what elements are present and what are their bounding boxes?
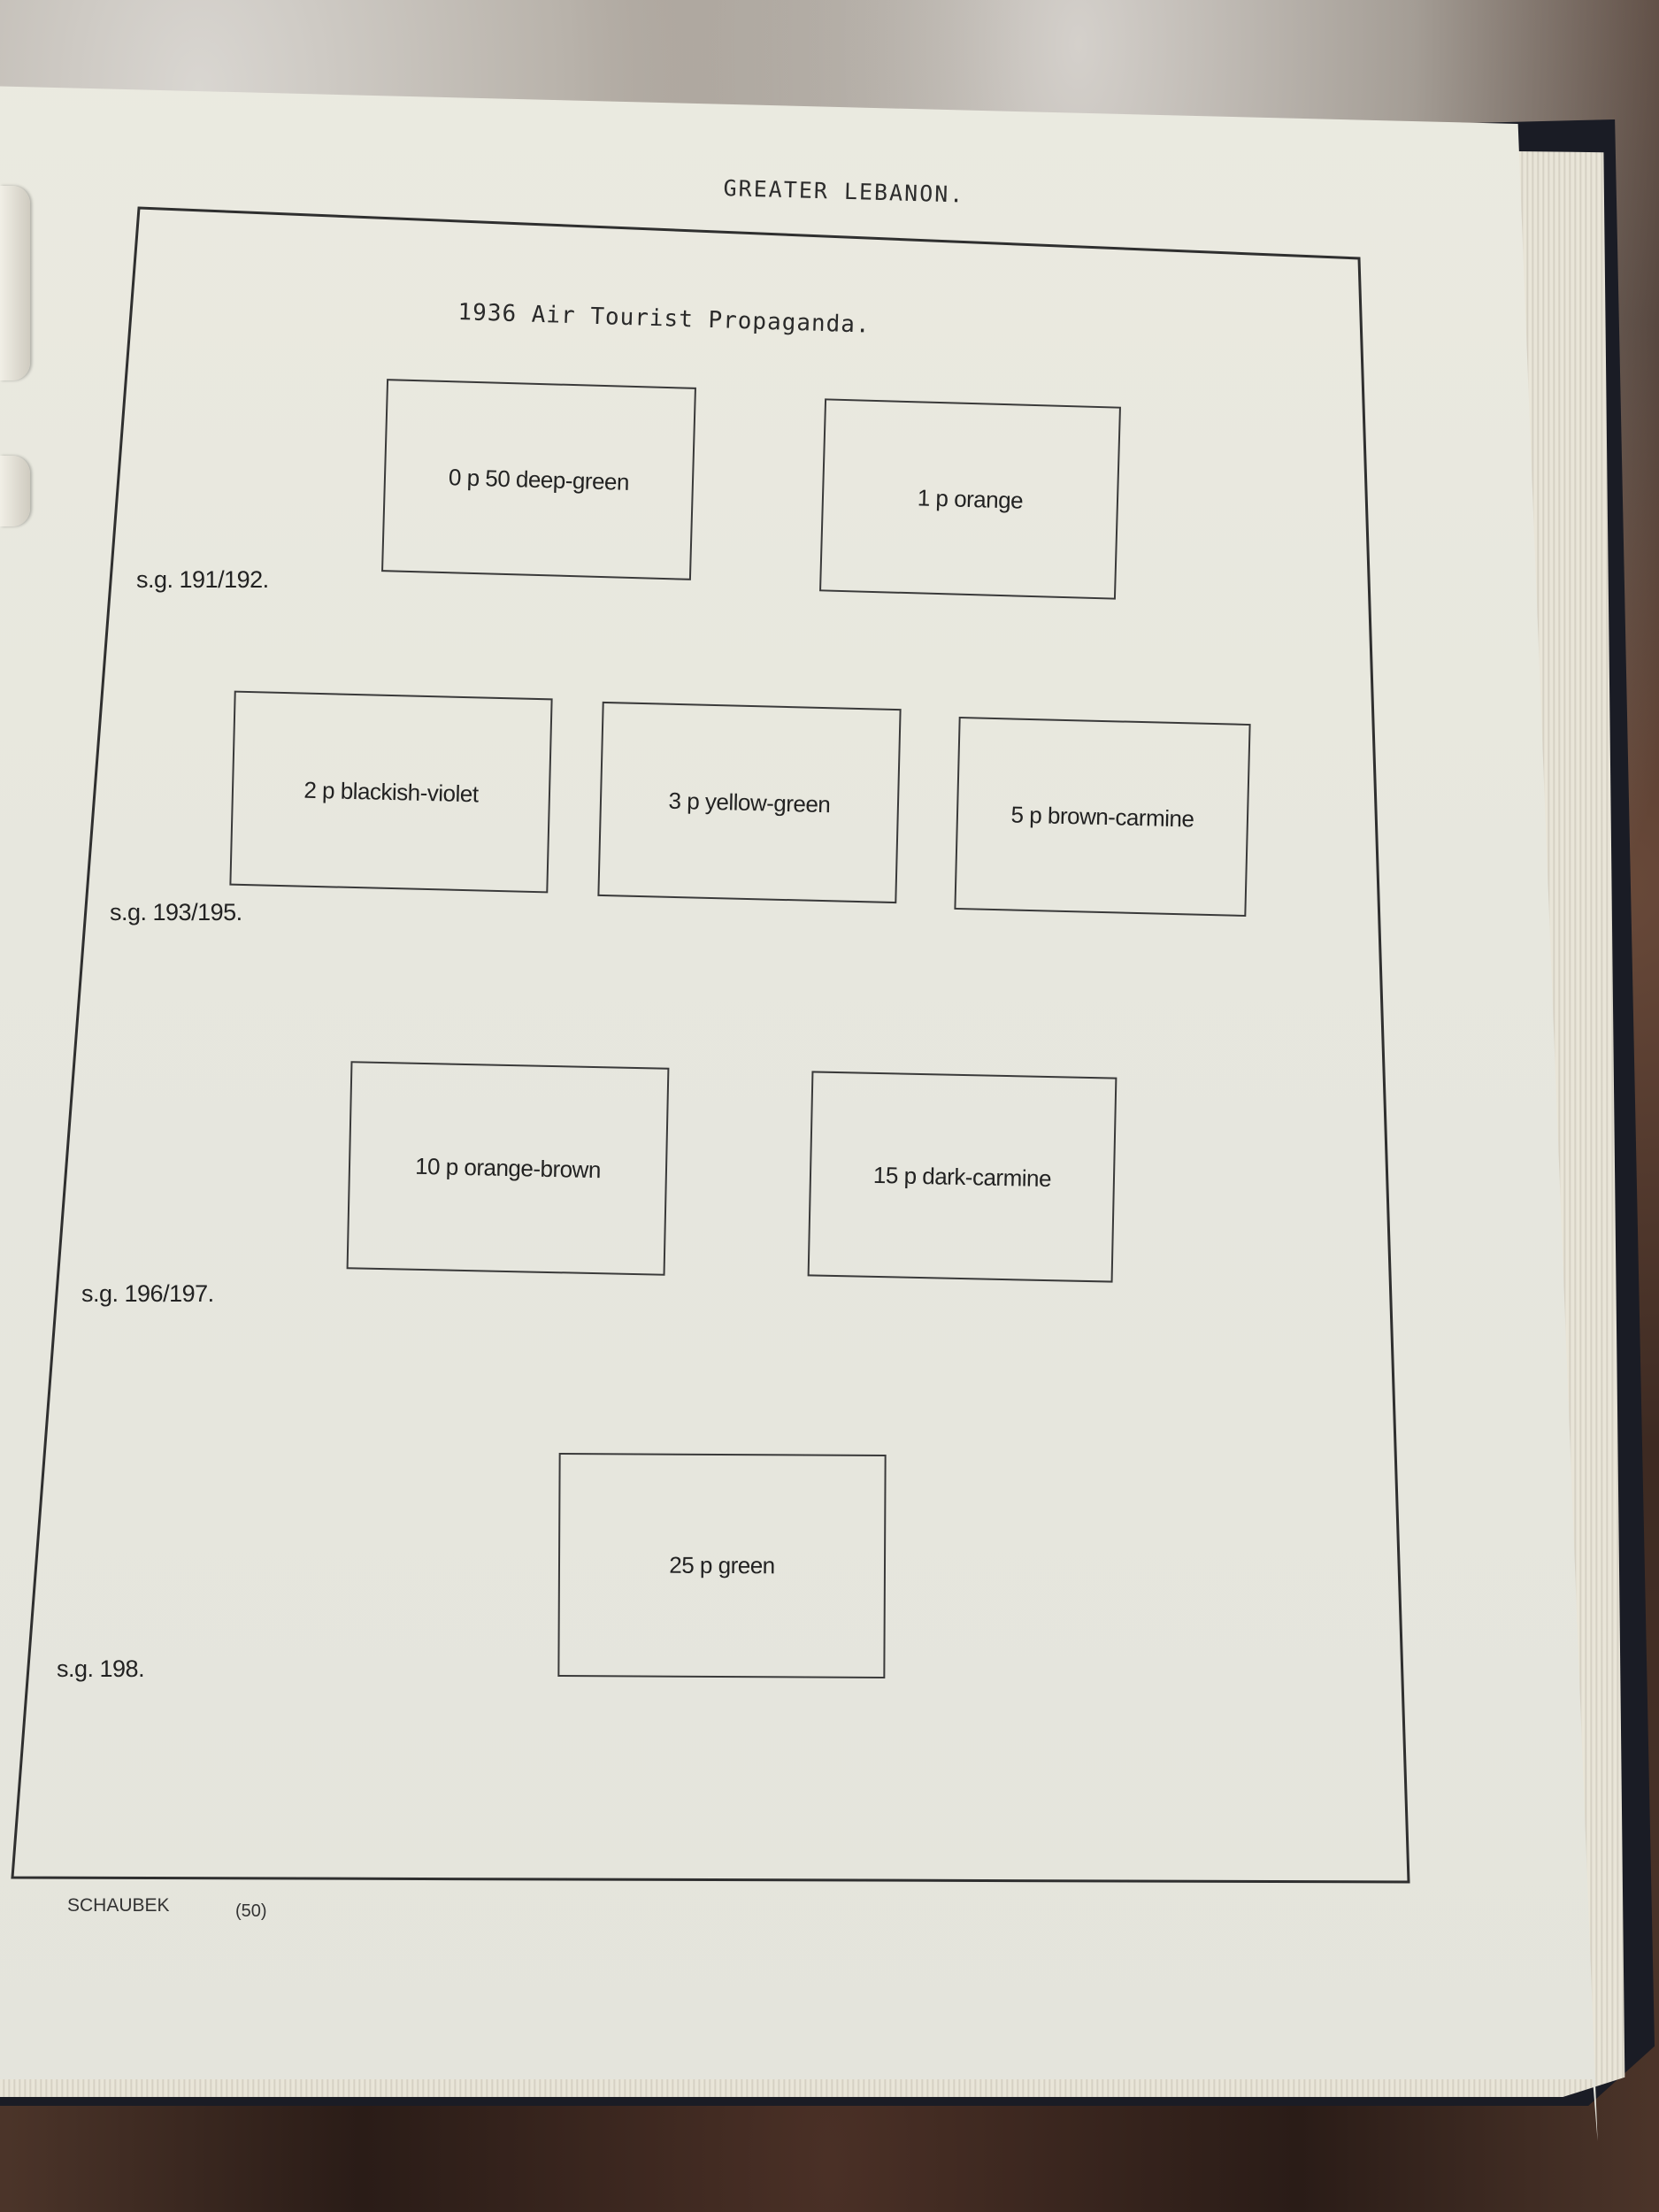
stamp-label: 15 p dark-carmine [872, 1161, 1052, 1192]
stamp-space: 15 p dark-carmine [807, 1071, 1118, 1283]
stamp-space: 1 p orange [819, 398, 1121, 600]
sg-catalogue-ref: s.g. 196/197. [81, 1280, 214, 1307]
stamp-label: 1 p orange [917, 483, 1024, 514]
sg-catalogue-ref: s.g. 198. [57, 1655, 145, 1682]
stamp-space: 25 p green [557, 1453, 887, 1678]
stamp-label: 25 p green [669, 1551, 775, 1579]
stamp-label: 3 p yellow-green [668, 787, 831, 818]
stamp-label: 5 p brown-carmine [1010, 800, 1194, 833]
stamp-space: 5 p brown-carmine [954, 717, 1251, 917]
binder-ring-icon [0, 456, 30, 526]
stamp-space: 2 p blackish-violet [229, 690, 553, 894]
stamp-label: 0 p 50 deep-green [448, 463, 630, 495]
binder-ring-icon [0, 186, 30, 380]
stamp-label: 2 p blackish-violet [303, 776, 479, 807]
footer-brand: SCHAUBEK [67, 1895, 170, 1916]
sg-catalogue-ref: s.g. 193/195. [110, 899, 242, 926]
stamp-space: 10 p orange-brown [346, 1061, 670, 1276]
stamp-space: 0 p 50 deep-green [381, 379, 696, 580]
stamp-space: 3 p yellow-green [597, 701, 902, 904]
sg-catalogue-ref: s.g. 191/192. [136, 566, 269, 593]
footer-page-number: (50) [235, 1901, 267, 1921]
stamp-label: 10 p orange-brown [414, 1152, 602, 1184]
